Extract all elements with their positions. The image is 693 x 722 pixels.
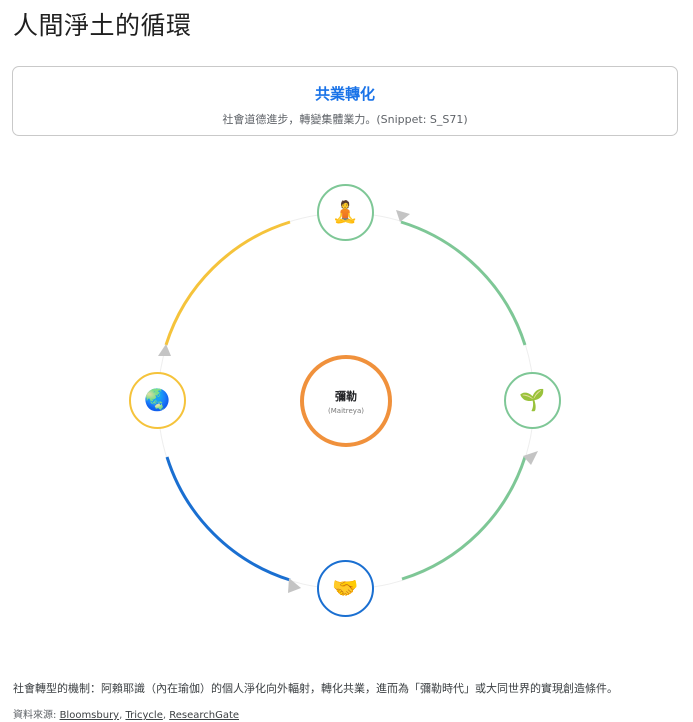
- arrow-into-left: [158, 344, 171, 356]
- seedling-icon: 🌱: [519, 388, 546, 412]
- arrow-into-bottom: [288, 578, 301, 593]
- cycle-diagram: 🧘 🌱 🤝 🌏 彌勒 (Maitreya): [0, 150, 693, 660]
- node-top: 🧘: [317, 184, 374, 241]
- arc-right-to-top: [400, 220, 527, 346]
- card-title: 共業轉化: [314, 85, 375, 103]
- arc-top-to-left: [164, 220, 291, 346]
- sources-label: 資料來源:: [13, 710, 60, 721]
- arc-bottom-to-right: [401, 456, 527, 581]
- source-link-bloomsbury[interactable]: Bloomsbury: [59, 710, 120, 721]
- arrow-into-right: [523, 451, 538, 465]
- node-left: 🌏: [129, 372, 186, 429]
- globe-asia-icon: 🌏: [144, 388, 171, 412]
- center-label: 彌勒: [335, 389, 357, 403]
- page-title: 人間淨土的循環: [13, 11, 192, 40]
- source-link-researchgate[interactable]: ResearchGate: [169, 710, 240, 721]
- node-right: 🌱: [504, 372, 561, 429]
- handshake-icon: 🤝: [332, 576, 359, 600]
- meditating-person-icon: 🧘: [332, 200, 359, 224]
- arc-left-to-bottom: [165, 456, 291, 582]
- node-bottom: 🤝: [317, 560, 374, 617]
- sources-line: 資料來源: Bloomsbury, Tricycle, ResearchGate: [13, 710, 240, 721]
- center-sublabel: (Maitreya): [328, 406, 364, 415]
- card-description: 社會道德進步，轉變集體業力。(Snippet: S_S71): [222, 113, 468, 126]
- info-card: 共業轉化 社會道德進步，轉變集體業力。(Snippet: S_S71): [12, 66, 678, 136]
- footer-description: 社會轉型的機制：阿賴耶識（內在瑜伽）的個人淨化向外輻射，轉化共業，進而為「彌勒時…: [13, 682, 618, 695]
- source-link-tricycle[interactable]: Tricycle: [125, 710, 163, 721]
- center-node-maitreya: 彌勒 (Maitreya): [300, 355, 392, 447]
- arrow-into-top: [396, 210, 410, 222]
